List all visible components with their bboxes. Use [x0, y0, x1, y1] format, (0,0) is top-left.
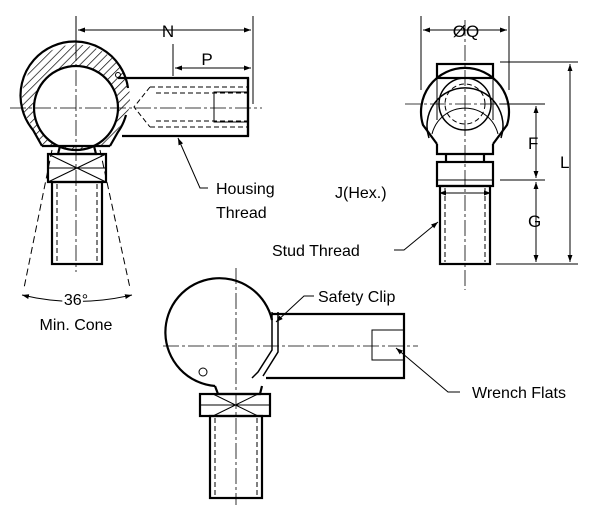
label-safety-clip: Safety Clip	[318, 289, 395, 306]
front-view	[10, 16, 262, 302]
safety-clip-leader	[275, 295, 314, 323]
label-n: N	[162, 22, 174, 41]
stud-thread-leader	[394, 221, 439, 251]
label-p: P	[201, 50, 212, 69]
label-q: ØQ	[453, 22, 479, 41]
assembled-view	[163, 268, 460, 505]
label-f: F	[528, 134, 538, 153]
label-l: L	[560, 153, 569, 172]
cone-angle-arc	[21, 294, 133, 302]
label-j-hex: J(Hex.)	[335, 185, 387, 202]
label-stud-thread: Stud Thread	[272, 243, 360, 260]
label-min-cone: Min. Cone	[40, 317, 113, 334]
side-view	[394, 16, 578, 290]
assembled-ball-head	[164, 277, 274, 388]
housing-outline	[19, 40, 130, 147]
housing-section-hatch	[22, 44, 131, 150]
wrench-flat	[371, 329, 405, 361]
label-wrench-flats: Wrench Flats	[472, 385, 566, 402]
label-angle: 36°	[64, 292, 88, 309]
threaded-stud	[50, 180, 104, 266]
safety-clip	[251, 312, 273, 379]
housing-thread-leader	[177, 137, 208, 189]
wrench-flats-leader	[395, 347, 460, 393]
label-g: G	[528, 212, 541, 231]
label-housing-thread-1: Housing	[216, 181, 275, 198]
side-housing-outline	[419, 66, 511, 145]
label-housing-thread-2: Thread	[216, 205, 267, 222]
